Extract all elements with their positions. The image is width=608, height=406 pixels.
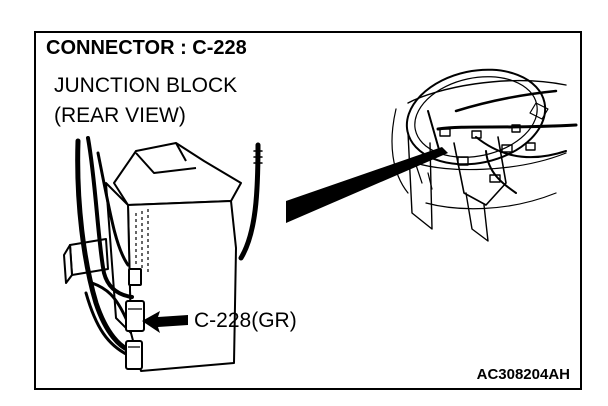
junction-block [63,142,242,372]
location-leader [286,147,448,223]
diagram-frame: CONNECTOR : C-228 JUNCTION BLOCK (REAR V… [34,31,582,390]
connector-plugs [125,268,145,370]
connector-callout-label: C-228(GR) [194,309,297,332]
component-label-line2: (REAR VIEW) [54,104,186,127]
diagram-artwork [63,68,578,372]
vehicle-location-view [391,68,578,242]
diagram-title: CONNECTOR : C-228 [46,37,247,59]
figure-code: AC308204AH [476,366,570,383]
callout-arrow [142,311,188,333]
component-label-line1: JUNCTION BLOCK [54,74,238,97]
